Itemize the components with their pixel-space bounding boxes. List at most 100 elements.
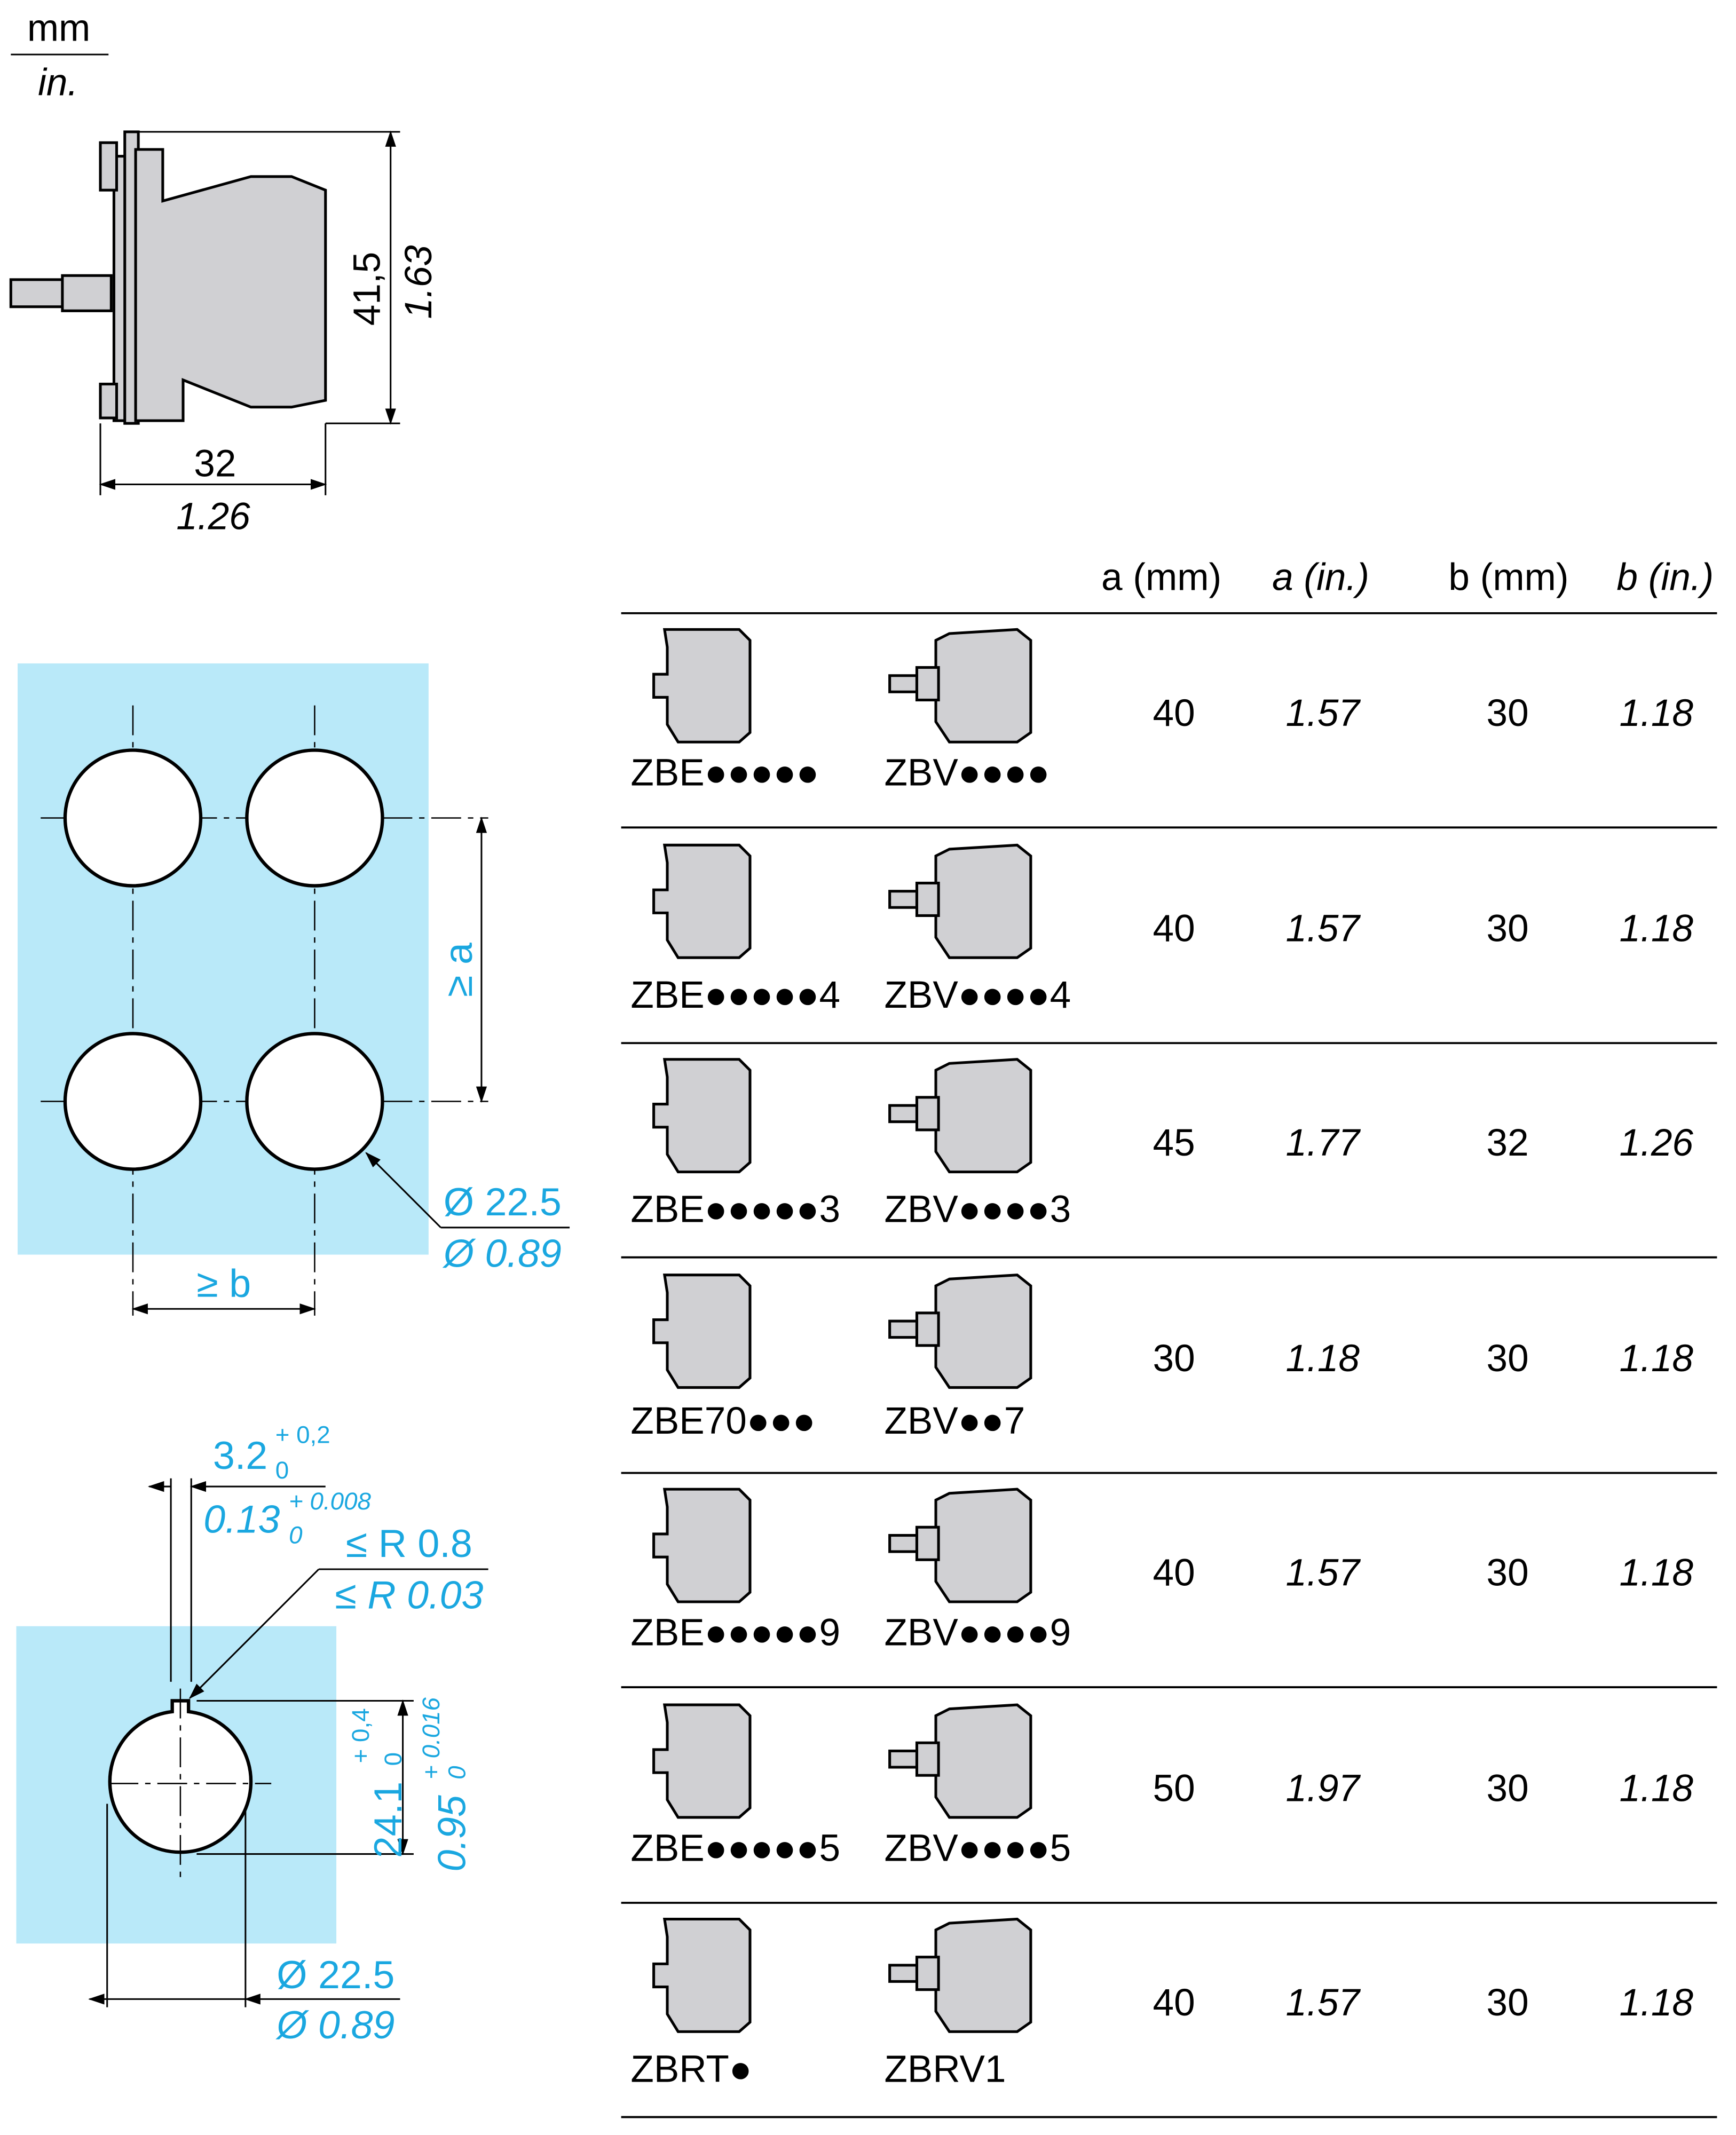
b-in: 1.26 [1620,1122,1694,1164]
depth-in: 1.26 [176,495,250,537]
b-mm: 30 [1487,1552,1529,1594]
hole [245,748,384,888]
dia-in: Ø 0.89 [275,2003,394,2047]
contact-block-side-icon [888,1488,1032,1603]
tolerance: 0 [275,1457,289,1484]
contact-block-front-icon [652,1274,752,1389]
hole [63,1032,203,1171]
panel-area [18,663,429,1255]
contact-block-front-icon [652,843,752,959]
contact-block-front-icon [652,1917,752,2033]
contact-block-side-icon [888,628,1032,744]
depth-mm: 32 [194,442,236,485]
a-in: 1.57 [1286,908,1361,950]
a-label: ≥ a [436,943,480,997]
contact-block-front-icon [652,1058,752,1174]
tolerance: 0 [443,1766,470,1780]
radius-in: ≤ R 0.03 [335,1573,484,1617]
model-ref-side: ZBV●●●●9 [884,1611,1071,1654]
a-in: 1.18 [1286,1338,1360,1380]
a-mm: 50 [1153,1767,1195,1809]
b-mm: 30 [1487,692,1529,734]
b-in: 1.18 [1620,908,1694,950]
b-in: 1.18 [1620,1767,1694,1809]
a-mm: 45 [1153,1122,1195,1164]
model-ref-front: ZBRT● [630,2048,752,2090]
header-a-mm: a (mm) [1101,557,1221,599]
tolerance: 0 [380,1752,407,1766]
dia-mm: Ø 22.5 [277,1952,394,1997]
model-ref-side: ZBV●●●●5 [884,1827,1071,1869]
header-a-in: a (in.) [1272,557,1369,599]
cutout-detail: 3.2 + 0,2 0 0.13 + 0.008 0 ≤ R 0.8 ≤ R 0… [16,1421,488,2047]
contact-block-side-icon [888,1917,1032,2033]
model-ref-side: ZBV●●●●3 [884,1189,1071,1231]
model-ref-side: ZBV●●●●4 [884,974,1071,1016]
panel-layout: ≥ a ≥ b Ø 22.5 Ø 0.89 [18,663,570,1316]
a-mm: 40 [1153,1982,1195,2024]
b-in: 1.18 [1620,1552,1694,1594]
side-view: 41,5 1.63 32 1.26 [9,130,440,537]
a-mm: 40 [1153,1552,1195,1594]
plunger [9,278,67,309]
a-in: 1.97 [1286,1767,1361,1809]
model-ref-side: ZBV●●●● [884,752,1050,794]
a-mm: 30 [1153,1338,1195,1380]
unit-in: in. [38,61,78,104]
a-in: 1.57 [1286,1982,1361,2024]
height-in: 1.63 [398,245,440,319]
b-in: 1.18 [1620,1338,1694,1380]
contact-block-side-icon [888,1274,1032,1389]
dimension-table: a (mm) a (in.) b (mm) b (in.) ZBE●●●●● ZB… [621,557,1717,2118]
table-row: ZBE●●●●●3 ZBV●●●●3 45 1.77 32 1.26 [621,1058,1717,1259]
key-width-mm: 3.2 [213,1433,267,1477]
contact-block-side-icon [888,1058,1032,1174]
b-mm: 32 [1487,1122,1529,1164]
model-ref-side: ZBV●●7 [884,1400,1025,1442]
model-ref-front: ZBE●●●●● [630,752,819,794]
header-b-mm: b (mm) [1448,557,1568,599]
table-row: ZBE70●●● ZBV●●7 30 1.18 30 1.18 [621,1274,1717,1474]
a-mm: 40 [1153,692,1195,734]
b-label: ≥ b [196,1261,251,1305]
table-row: ZBE●●●●●9 ZBV●●●●9 40 1.57 30 1.18 [621,1488,1717,1688]
model-ref-front: ZBE●●●●●5 [630,1827,840,1869]
table-row: ZBE●●●●●5 ZBV●●●●5 50 1.97 30 1.18 [621,1703,1717,1904]
b-mm: 30 [1487,1338,1529,1380]
contact-block-side-icon [888,1703,1032,1819]
contact-block-front-icon [652,628,752,744]
dia-mm: Ø 22.5 [444,1180,562,1224]
a-in: 1.57 [1286,1552,1361,1594]
tolerance: + 0,2 [275,1421,330,1449]
header-b-in: b (in.) [1616,557,1714,599]
dia-in: Ø 0.89 [442,1231,562,1275]
units-legend: mm in. [11,7,109,104]
height-mm: 24.1 [366,1782,410,1858]
height-mm: 41,5 [346,252,388,326]
a-in: 1.77 [1286,1122,1361,1164]
b-in: 1.18 [1620,1982,1694,2024]
model-ref-front: ZBE●●●●●4 [630,974,840,1016]
unit-mm: mm [27,7,90,50]
table-row: ZBRT● ZBRV1 40 1.57 30 1.18 [621,1917,1717,2118]
model-ref-side: ZBRV1 [884,2048,1006,2090]
tolerance: + 0.008 [289,1488,371,1515]
radius-mm: ≤ R 0.8 [346,1521,472,1565]
contact-block-front-icon [652,1703,752,1819]
hole [245,1032,384,1171]
tolerance: + 0.016 [417,1697,445,1779]
model-ref-front: ZBE●●●●●9 [630,1611,840,1654]
tolerance: + 0,4 [347,1708,374,1763]
b-mm: 30 [1487,1767,1529,1809]
contact-block-front-icon [652,1488,752,1603]
model-ref-front: ZBE●●●●●3 [630,1189,840,1231]
b-mm: 30 [1487,908,1529,950]
key-width-in: 0.13 [203,1497,280,1541]
model-ref-front: ZBE70●●● [630,1400,815,1442]
b-mm: 30 [1487,1982,1529,2024]
b-in: 1.18 [1620,692,1694,734]
height-in: 0.95 [429,1794,474,1871]
